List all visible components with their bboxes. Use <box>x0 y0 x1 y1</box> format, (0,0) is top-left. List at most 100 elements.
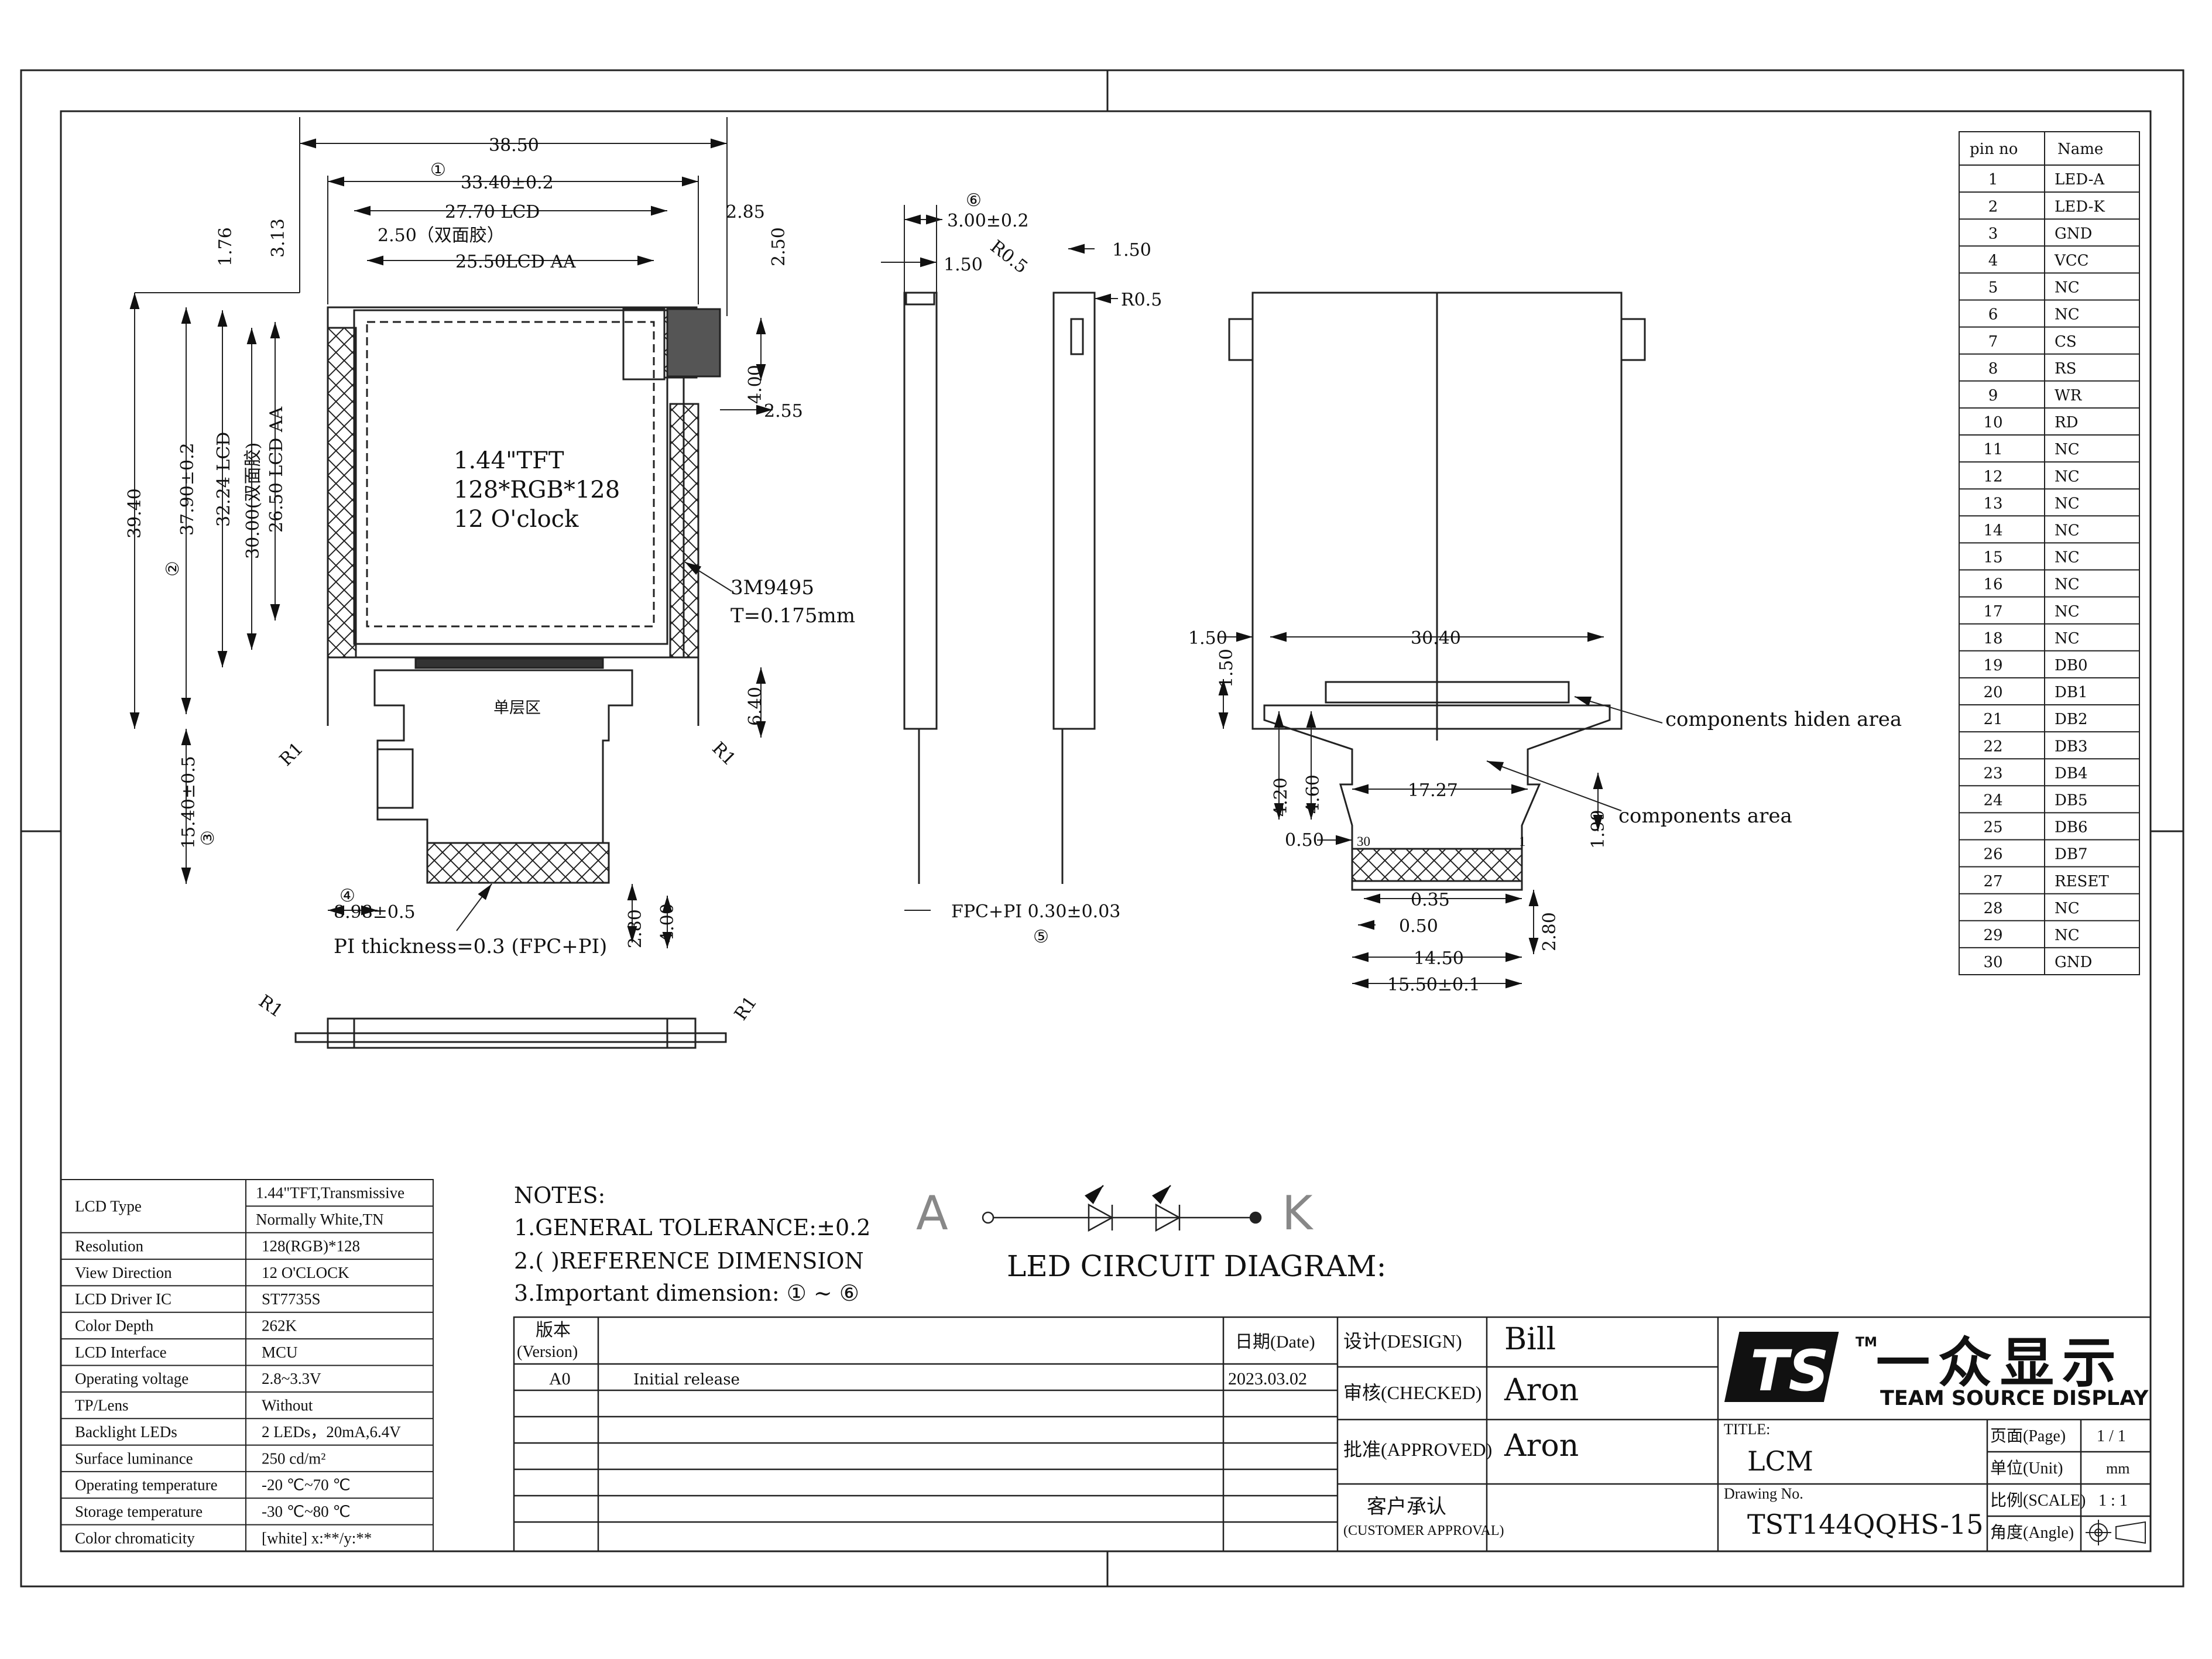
dim-26-50: 26.50 LCD AA <box>266 406 287 533</box>
spec-value: Without <box>262 1397 313 1414</box>
drawing-no-value: TST144QQHS-15 <box>1747 1509 1984 1540</box>
dim-1-50-back: 1.50 <box>1188 628 1227 649</box>
pin-name: NC <box>2055 927 2080 944</box>
spec-label: Backlight LEDs <box>75 1423 177 1441</box>
fpc-thickness: FPC+PI 0.30±0.03 <box>951 902 1120 922</box>
pin-number: 27 <box>1983 873 2002 890</box>
page-value: 1 / 1 <box>2097 1427 2126 1445</box>
pin-name: VCC <box>2054 252 2089 269</box>
rev-date: 2023.03.02 <box>1228 1369 1307 1389</box>
dim-1-50-side: 1.50 <box>944 255 983 275</box>
pin-mark-30: 30 <box>1357 834 1370 849</box>
version-label: 版本 <box>536 1321 571 1340</box>
pin-number: 14 <box>1983 522 2002 539</box>
dark-pad <box>666 308 721 378</box>
pin-name: RD <box>2055 414 2078 431</box>
dim-32-24: 32.24 LCD <box>214 432 234 527</box>
pin-number: 19 <box>1983 657 2002 674</box>
note-1: 1.GENERAL TOLERANCE:±0.2 <box>514 1215 870 1240</box>
spec-label: View Direction <box>75 1264 172 1281</box>
drawing-no-label: Drawing No. <box>1724 1485 1803 1502</box>
led-anode-label: A <box>916 1186 948 1240</box>
pin-number: 29 <box>1983 927 2002 944</box>
dim-0-50-b: 0.50 <box>1399 916 1438 937</box>
pin-table-header-no: pin no <box>1970 140 2018 158</box>
dim-2-80-front: 2.80 <box>625 909 646 948</box>
pin-name: NC <box>2055 630 2080 647</box>
title-value: LCM <box>1747 1445 1813 1477</box>
spec-label: Resolution <box>75 1237 144 1254</box>
radius-r1-right: R1 <box>708 738 739 770</box>
dim-1-50-back-v: 1.50 <box>1216 649 1237 688</box>
customer-label: 客户承认 <box>1367 1496 1446 1518</box>
checked-label: 审核(CHECKED) <box>1343 1382 1481 1403</box>
date-label: 日期(Date) <box>1235 1332 1315 1352</box>
note-2: 2.( )REFERENCE DIMENSION <box>514 1248 864 1274</box>
components-hidden-area <box>1325 681 1570 704</box>
spec-label: LCD Interface <box>75 1343 167 1361</box>
spec-label: Color Depth <box>75 1317 154 1334</box>
dim-25-50: 25.50LCD AA <box>455 252 576 272</box>
pin-number: 11 <box>1983 441 2002 458</box>
approved-name: Aron <box>1504 1428 1579 1463</box>
led-cathode-label: K <box>1282 1186 1314 1240</box>
dim-4-60: 4.60 <box>1303 774 1323 814</box>
dim-2-50: 2.50 <box>769 227 789 266</box>
dim-6-40: 6.40 <box>745 687 766 726</box>
rev-version: A0 <box>549 1369 571 1389</box>
spec-value: 250 cd/m² <box>262 1449 325 1467</box>
pi-thickness-note: PI thickness=0.3 (FPC+PI) <box>334 935 607 958</box>
pin-number: 12 <box>1983 468 2002 485</box>
spec-label: Surface luminance <box>75 1449 193 1467</box>
pin-number: 1 <box>1988 171 1998 188</box>
scale-label: 比例(SCALE) <box>1990 1491 2086 1510</box>
side-view <box>903 292 1096 884</box>
title-label: TITLE: <box>1724 1421 1770 1438</box>
tape-right <box>669 403 699 659</box>
tape-thickness: T=0.175mm <box>731 604 855 628</box>
panel-label-3: 12 O'clock <box>454 506 579 533</box>
dim-14-50: 14.50 <box>1414 948 1464 969</box>
note-3: 3.Important dimension: ① ~ ⑥ <box>514 1280 859 1306</box>
pin-name: DB1 <box>2055 684 2088 701</box>
back-view <box>1228 292 1646 891</box>
dim-0-35: 0.35 <box>1411 890 1450 910</box>
dim-1-50-side-b: 1.50 <box>1112 240 1151 260</box>
pin-name: NC <box>2055 900 2080 917</box>
dim-17-27: 17.27 <box>1408 780 1458 801</box>
unit-value: mm <box>2106 1460 2129 1477</box>
pin-number: 24 <box>1983 791 2002 809</box>
front-view <box>327 306 721 884</box>
spec-value: Normally White,TN <box>256 1211 383 1228</box>
dim-30-40: 30.40 <box>1411 628 1461 649</box>
checked-name: Aron <box>1504 1373 1579 1408</box>
pin-name: RS <box>2055 360 2076 378</box>
pin-name: DB3 <box>2055 738 2088 755</box>
pin-number: 5 <box>1988 279 1998 297</box>
panel-label-1: 1.44"TFT <box>454 447 564 474</box>
fpc-connector <box>414 657 604 669</box>
pin-number: 25 <box>1983 819 2002 837</box>
pin-name: LED-K <box>2055 198 2105 215</box>
dim-circle-1: ① <box>430 160 446 180</box>
pin-number: 7 <box>1988 333 1998 351</box>
page-label: 页面(Page) <box>1990 1427 2066 1445</box>
dim-circle-3: ③ <box>198 830 218 846</box>
logo-mark: TSD <box>1750 1338 1875 1404</box>
pin-number: 15 <box>1983 549 2002 567</box>
spec-label: Color chromaticity <box>75 1529 195 1547</box>
company-logo: TSD TM 一众显示 TEAM SOURCE DISPLAY <box>1724 1332 2149 1410</box>
active-area <box>366 321 655 628</box>
panel-label-2: 128*RGB*128 <box>454 477 620 503</box>
dim-3-13: 3.13 <box>268 218 289 258</box>
spec-value: -20 ℃~70 ℃ <box>262 1476 351 1494</box>
led-circuit-title: LED CIRCUIT DIAGRAM: <box>1007 1249 1386 1283</box>
pin-name: NC <box>2055 549 2080 567</box>
logo-chinese: 一众显示 <box>1876 1332 2124 1394</box>
spec-label: TP/Lens <box>75 1397 129 1414</box>
components-area-label: components area <box>1618 804 1792 828</box>
pin-number: 20 <box>1983 684 2002 701</box>
pin-number: 3 <box>1988 225 1998 242</box>
pin-number: 18 <box>1983 630 2002 647</box>
